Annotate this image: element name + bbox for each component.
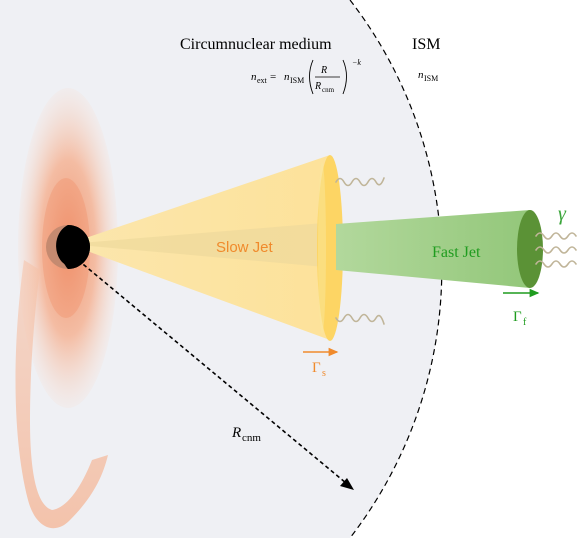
photon-wave-fast-3 [535,260,577,268]
slow-jet [68,155,343,341]
radius-arrowhead [340,478,354,490]
svg-text:cnm: cnm [242,432,261,444]
svg-text:n: n [284,71,290,83]
cnm-boundary [349,0,443,538]
slow-jet-front [317,155,343,341]
svg-text:−k: −k [352,58,361,67]
svg-text:f: f [523,317,527,328]
gamma-f-label: Γ f [513,309,527,328]
svg-text:Γ: Γ [312,360,321,376]
fast-jet-label: Fast Jet [432,244,481,261]
fast-jet-cap [517,210,543,288]
photon-wave-fast-1 [535,232,577,240]
svg-text:n: n [418,69,424,81]
svg-text:R: R [314,81,321,92]
photon-wave-upper [335,177,385,187]
photon-waves [335,177,577,325]
radius-arrow [77,259,353,489]
ism-label: ISM [412,36,440,53]
svg-text:s: s [322,368,326,379]
svg-text:R: R [231,425,241,441]
svg-text:ISM: ISM [290,76,304,85]
fast-jet [336,210,543,288]
density-formula: n ext = n ISM R R cnm −k [251,58,361,95]
tidal-stream [15,260,108,529]
ism-density: n ISM [418,69,438,83]
gamma-s-label: Γ s [312,360,326,379]
svg-text:n: n [251,71,257,83]
svg-text:=: = [270,71,276,83]
slow-jet-label: Slow Jet [216,239,274,256]
black-hole [46,225,90,269]
photon-wave-fast-2 [535,246,577,254]
svg-text:cnm: cnm [322,86,335,94]
svg-text:ext: ext [257,76,268,85]
cnm-label: Circumnuclear medium [180,36,332,53]
svg-text:Γ: Γ [513,309,522,325]
photon-wave-lower [335,313,385,325]
svg-text:ISM: ISM [424,74,438,83]
svg-text:R: R [320,65,327,76]
radius-label: R cnm [231,425,261,444]
photon-gamma-label: γ [558,203,567,225]
